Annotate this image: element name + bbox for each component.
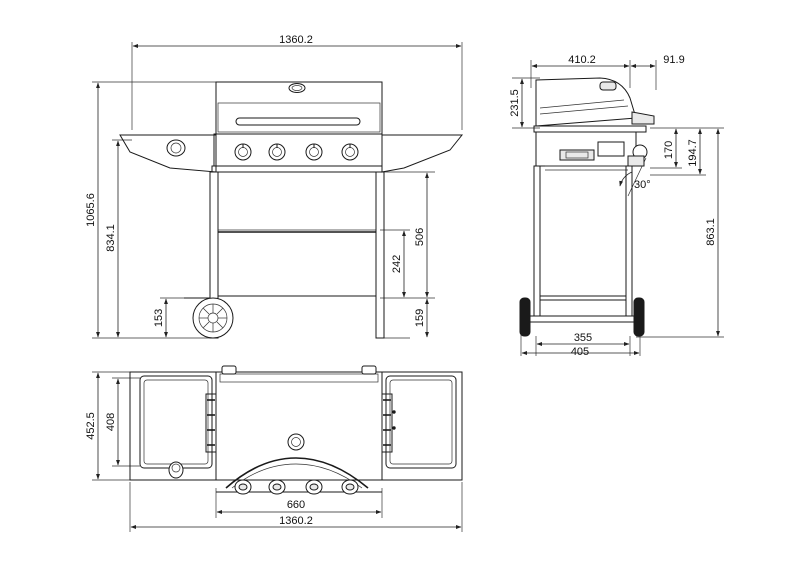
front-lid (215, 81, 383, 135)
side-depth-dimension: 410.2 (531, 54, 630, 68)
front-table-height-label: 834.1 (105, 224, 117, 252)
control-knob-icon (234, 143, 252, 161)
front-wheel-right-dimension: 159 (414, 298, 429, 338)
side-knob-total-dimension: 194.7 (687, 128, 702, 175)
side-knob-total-label: 194.7 (687, 139, 699, 167)
side-frame (525, 165, 639, 323)
side-view: 410.2 91.9 231.5 170 194.7 863.1 355 40 (509, 54, 724, 358)
front-wheel-left-dimension: 153 (153, 298, 168, 338)
front-door-dimension: 242 (391, 230, 406, 298)
top-left-shelf (139, 375, 217, 479)
control-knob-icon (341, 479, 359, 495)
top-depth-inner-label: 408 (105, 413, 117, 431)
side-burner-knob-icon (168, 461, 184, 479)
side-lid-dimension: 231.5 (509, 78, 524, 128)
control-knob-icon (268, 479, 286, 495)
side-handle-label: 91.9 (663, 54, 684, 66)
side-depth-label: 410.2 (568, 54, 596, 66)
top-depth-inner-dimension: 408 (105, 378, 120, 466)
top-grill-body (215, 365, 383, 495)
front-wheel-left-label: 153 (153, 309, 165, 327)
side-burner-knob-icon (166, 139, 186, 157)
control-knob-icon (305, 479, 323, 495)
thermometer-icon (287, 433, 305, 451)
side-table-height-label: 863.1 (705, 218, 717, 246)
top-depth-outer-label: 452.5 (85, 412, 97, 440)
side-knob-dimension: 170 (663, 128, 678, 168)
front-cart (184, 165, 385, 339)
top-view: 452.5 408 660 1360.2 (85, 365, 463, 532)
front-width-dimension: 1360.2 (132, 34, 462, 48)
side-lid-label: 231.5 (509, 89, 521, 117)
control-knob-icon (341, 143, 359, 161)
side-firebox (535, 131, 648, 171)
front-height-label: 1065.6 (85, 193, 97, 227)
front-cabinet-dimension: 506 (414, 172, 429, 298)
side-base-inner-label: 355 (574, 332, 592, 344)
wheel-icon (519, 297, 531, 337)
top-overall-width-label: 1360.2 (279, 515, 313, 527)
side-lid (533, 77, 655, 133)
thermometer-icon (288, 83, 306, 93)
side-handle-dimension: 91.9 (630, 54, 685, 68)
front-view: 1360.2 1065.6 834.1 153 506 242 159 (85, 34, 464, 339)
front-table-height-dimension: 834.1 (105, 140, 120, 338)
front-width-label: 1360.2 (279, 34, 313, 46)
front-cabinet-label: 506 (414, 228, 426, 246)
side-base-outer-dimension: 405 (521, 346, 640, 358)
wheel-icon (633, 297, 645, 337)
front-height-dimension: 1065.6 (85, 82, 100, 338)
top-right-shelf (381, 375, 457, 469)
side-knob-label: 170 (663, 141, 675, 159)
control-knob-icon (305, 143, 323, 161)
control-knob-icon (234, 479, 252, 495)
wheel-icon (192, 297, 234, 339)
top-body-width-dimension: 660 (216, 499, 382, 514)
top-body-width-label: 660 (287, 499, 305, 511)
side-table-height-dimension: 863.1 (705, 128, 720, 337)
side-angle-label: 30° (634, 179, 651, 191)
top-depth-outer-dimension: 452.5 (85, 372, 100, 480)
side-base-outer-label: 405 (571, 346, 589, 358)
front-control-panel (213, 133, 383, 167)
control-knob-icon (268, 143, 286, 161)
front-wheel-right-label: 159 (414, 309, 426, 327)
top-overall-width-dimension: 1360.2 (130, 515, 462, 529)
front-door-label: 242 (391, 255, 403, 273)
side-base-inner-dimension: 355 (536, 332, 630, 346)
